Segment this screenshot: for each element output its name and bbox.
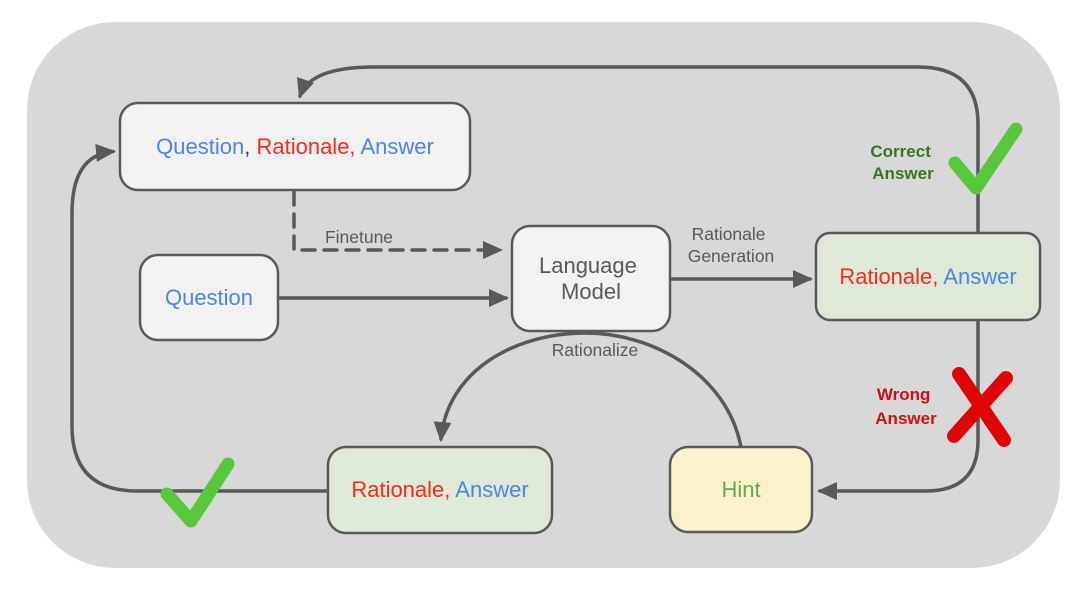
cross-icon xyxy=(947,367,1013,447)
answer-text: Answer xyxy=(450,477,528,502)
rationalize-label: Rationalize xyxy=(552,340,639,360)
rationale-text: Rationale, xyxy=(351,477,450,502)
finetune-label: Finetune xyxy=(325,227,393,247)
arrow-correct-return xyxy=(297,65,980,235)
checkmark-icon xyxy=(160,457,235,528)
wrong-answer-label-line1: Wrong xyxy=(877,385,931,404)
svg-text:Wrong Answer: Wrong Answer xyxy=(875,385,937,428)
language-model-text-line1: Language xyxy=(539,253,637,278)
rationale-generation-label-line1: Rationale xyxy=(692,224,766,244)
svg-text:Language Model: Language Model xyxy=(539,253,643,304)
arrow-wrong-to-hint xyxy=(817,318,980,500)
rationale-generation-label-line2: Generation xyxy=(688,246,775,266)
qra-comma-text: , xyxy=(244,134,250,159)
arrow-bottom-to-qra xyxy=(70,143,330,493)
correct-answer-label-line2: Answer xyxy=(872,164,934,183)
qra-question-text: Question xyxy=(156,134,244,159)
question-box: Question xyxy=(138,253,280,342)
rationale-answer-box-right: Rationale, Answer xyxy=(814,231,1042,322)
rationale-answer-box-bottom: Rationale, Answer xyxy=(326,445,554,535)
arrow-finetune xyxy=(292,190,503,259)
qra-box: Question, Rationale, Answer xyxy=(118,101,472,192)
svg-text:Correct Answer: Correct Answer xyxy=(870,142,935,183)
svg-text:Rationale, Answer: Rationale, Answer xyxy=(839,264,1016,289)
correct-answer-label-line1: Correct xyxy=(870,142,931,161)
hint-box: Hint xyxy=(668,445,814,534)
qra-rationale-text: Rationale, xyxy=(250,134,355,159)
language-model-box: Language Model xyxy=(510,224,672,333)
svg-text:Rationale Generation: Rationale Generation xyxy=(688,224,775,266)
arrow-rationalize xyxy=(433,331,743,449)
qra-answer-text: Answer xyxy=(356,134,434,159)
svg-text:Rationale, Answer: Rationale, Answer xyxy=(351,477,528,502)
hint-text: Hint xyxy=(721,477,760,502)
wrong-answer-label-line2: Answer xyxy=(875,409,937,428)
svg-text:Question, Rationale, Answer: Question, Rationale, Answer xyxy=(156,134,434,159)
question-text: Question xyxy=(165,285,253,310)
language-model-text-line2: Model xyxy=(561,279,621,304)
rationale-text: Rationale, xyxy=(839,264,938,289)
checkmark-icon xyxy=(948,122,1023,195)
answer-text: Answer xyxy=(938,264,1016,289)
